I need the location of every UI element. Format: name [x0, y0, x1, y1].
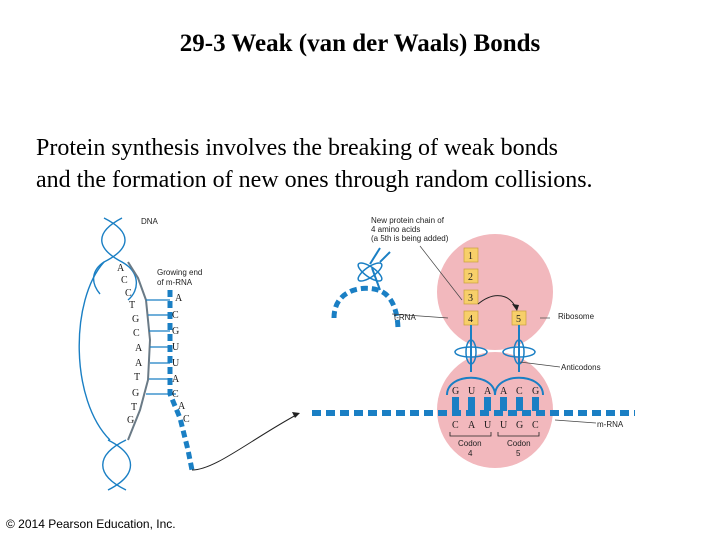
label-growing-end-2: of m-RNA	[157, 278, 193, 287]
mrna-growing-strand	[167, 290, 195, 471]
mrna-base: A	[175, 293, 183, 304]
dna-template-strand	[127, 261, 152, 441]
label-codon-4: Codon	[458, 439, 482, 448]
dna-left-base: C	[133, 328, 140, 339]
label-codon-5-number: 5	[516, 449, 521, 458]
label-mrna: m-RNA	[597, 420, 624, 429]
mrna-base: C	[183, 414, 190, 425]
copyright-notice: © 2014 Pearson Education, Inc.	[6, 517, 176, 531]
amino-acid-2: 2	[468, 272, 473, 283]
codon-base: G	[516, 420, 523, 431]
dna-left-base: G	[132, 314, 139, 325]
dna-left-base: C	[125, 288, 132, 299]
mrna-base: A	[172, 374, 180, 385]
label-anticodons: Anticodons	[561, 363, 601, 372]
label-trna: t-RNA	[394, 313, 416, 322]
mrna-base: U	[172, 342, 180, 353]
label-ribosome: Ribosome	[558, 312, 595, 321]
codon-base: A	[468, 420, 476, 431]
dna-strand-b	[93, 217, 126, 295]
mrna-base: A	[178, 401, 186, 412]
protein-synthesis-diagram: A C C T G C A A T G T G A C G U U A C A …	[78, 216, 635, 491]
dna-left-base: A	[135, 358, 143, 369]
anticodon-bases: G U A A C G	[452, 386, 539, 397]
dna-strand-c	[102, 439, 127, 491]
page-title: 29-3 Weak (van der Waals) Bonds	[179, 30, 541, 57]
dna-strand-a	[101, 217, 137, 301]
leader-lines	[391, 245, 597, 424]
mrna-bases: A C G U U A C A C	[172, 293, 190, 425]
amino-acid-5: 5	[516, 314, 521, 325]
dna-left-base: C	[121, 275, 128, 286]
dna-left-base: G	[127, 415, 134, 426]
body-line-2: and the formation of new ones through ra…	[36, 167, 593, 193]
amino-acid-1: 1	[468, 251, 473, 262]
dna-left-base: T	[129, 300, 135, 311]
dna-rungs	[146, 299, 176, 395]
label-new-chain-3: (a 5th is being added)	[371, 234, 449, 243]
dna-left-base: A	[135, 343, 143, 354]
anticodon-base: C	[516, 386, 523, 397]
base-pair-bars	[452, 397, 539, 411]
dna-strand-d	[107, 439, 132, 491]
ribosome-large-subunit	[437, 234, 553, 350]
anticodon-base: G	[452, 386, 459, 397]
free-trna	[331, 247, 401, 331]
anticodon-base: G	[532, 386, 539, 397]
mrna-base: C	[172, 389, 179, 400]
anticodon-base: A	[500, 386, 508, 397]
dna-left-bases: A C C T G C A A T G T G	[117, 263, 143, 426]
label-growing-end-1: Growing end	[157, 268, 202, 277]
label-new-chain-1: New protein chain of	[371, 216, 445, 225]
body-text: Protein synthesis involves the breaking …	[36, 132, 706, 196]
dna-left-base: G	[132, 388, 139, 399]
body-line-1: Protein synthesis involves the breaking …	[36, 135, 558, 161]
dna-left-base: T	[134, 372, 140, 383]
codon-brackets	[449, 432, 540, 437]
anticodon-base: U	[468, 386, 476, 397]
codon-base: U	[500, 420, 508, 431]
amino-acid-4: 4	[468, 314, 473, 325]
label-codon-4-number: 4	[468, 449, 473, 458]
dna-left-base: T	[131, 402, 137, 413]
codon-base: C	[532, 420, 539, 431]
amino-acid-3: 3	[468, 293, 473, 304]
codon-base: U	[484, 420, 492, 431]
mrna-base: C	[172, 310, 179, 321]
dna-left-base: A	[117, 263, 125, 274]
ribosome	[437, 234, 553, 468]
dna-helix	[78, 217, 137, 491]
anticodon-base: A	[484, 386, 492, 397]
transport-arrow	[191, 412, 300, 471]
label-codon-5: Codon	[507, 439, 531, 448]
label-dna: DNA	[141, 217, 159, 226]
codon-base: C	[452, 420, 459, 431]
label-new-chain-2: 4 amino acids	[371, 225, 420, 234]
mrna-base: U	[172, 358, 180, 369]
dna-outer-loop	[78, 261, 111, 441]
protein-chain: 1 2 3 4 5	[463, 247, 527, 326]
bound-trnas	[446, 325, 544, 396]
dna-template-backbone	[127, 261, 152, 441]
codon-bases: C A U U G C	[452, 420, 539, 431]
mrna-base: G	[172, 326, 179, 337]
